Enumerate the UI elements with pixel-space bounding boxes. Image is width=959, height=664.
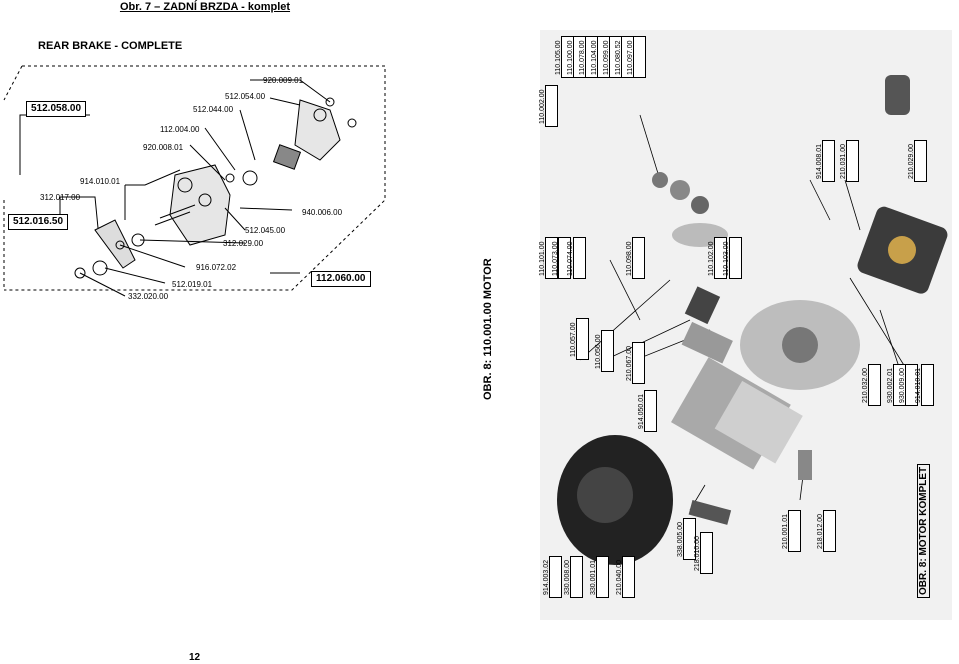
part-number: 110.056.00 <box>595 334 602 369</box>
part-number-box: 210.040.00 <box>616 556 635 598</box>
part-number: 920.008.01 <box>143 143 184 152</box>
part-number-box: 110.102.00 <box>708 237 727 279</box>
part-number-box: 218.012.00 <box>817 510 836 552</box>
part-number-box: 338.005.00 <box>677 518 696 560</box>
part-number: 512.019.01 <box>172 280 213 289</box>
part-number: 312.017.00 <box>40 193 81 202</box>
part-number: 338.005.00 <box>677 521 684 557</box>
part-number: 914.003.02 <box>543 559 550 595</box>
part-number: 312.029.00 <box>223 239 264 248</box>
part-number-box: 914.050.01 <box>638 390 657 432</box>
rear-brake-diagram <box>3 65 386 297</box>
part-number: 914.050.01 <box>638 393 645 429</box>
part-number-box: 210.029.00 <box>908 140 927 182</box>
part-number: 210.032.00 <box>862 367 869 403</box>
part-number-box: 930.009.00 <box>899 364 918 406</box>
part-number: 210.001.01 <box>782 513 789 549</box>
part-number-box: 110.074.00 <box>567 237 586 279</box>
part-number-box: 330.008.00 <box>564 556 583 598</box>
part-number-box: 914.008.01 <box>816 140 835 182</box>
part-number: 916.072.02 <box>196 263 237 272</box>
part-number: 110.101.00 <box>539 241 546 276</box>
part-number-box: 112.060.00 <box>311 271 371 287</box>
motor-title: OBR. 8: 110.001.00 MOTOR <box>482 258 494 400</box>
part-number: 920.009.01 <box>263 76 304 85</box>
motor-exploded-view <box>557 75 948 565</box>
part-number: 110.103.00 <box>723 241 730 276</box>
part-number: 930.002.01 <box>887 367 894 403</box>
part-number: 210.067.00 <box>626 345 633 381</box>
part-number-box: 110.057.00 <box>570 318 589 360</box>
part-number: 218.010.00 <box>694 535 701 571</box>
page-number: 12 <box>189 652 201 663</box>
part-number-box: 330.001.01 <box>590 556 609 598</box>
part-number: 512.045.00 <box>245 226 286 235</box>
page-title: Obr. 7 – ZADNÍ BRZDA - komplet <box>119 1 291 13</box>
part-number-box: 210.067.00 <box>626 342 645 384</box>
part-number-box: 110.098.00 <box>626 237 645 279</box>
part-number: 330.001.01 <box>590 559 597 595</box>
part-number: 110.097.00 <box>627 40 634 75</box>
part-number: 332.020.00 <box>128 292 169 301</box>
part-number-box: 110.056.00 <box>595 330 614 372</box>
part-number: 112.004.00 <box>160 125 200 134</box>
part-number: 210.031.00 <box>840 143 847 179</box>
part-number-box: 512.058.00 <box>26 101 87 117</box>
part-number-box: 914.010.01 <box>915 364 934 406</box>
part-number: 210.029.00 <box>908 143 915 179</box>
part-number-box: 110.103.00 <box>723 237 742 279</box>
part-number: 940.006.00 <box>302 208 343 217</box>
part-number-box: 210.001.01 <box>782 510 801 552</box>
part-number: 914.010.01 <box>80 177 121 186</box>
part-number: 110.074.00 <box>567 241 574 276</box>
motor-photo <box>540 30 952 620</box>
part-number: 110.104.00 <box>591 40 598 75</box>
part-number: 914.010.01 <box>915 367 922 403</box>
part-number-box: 210.032.00 <box>862 364 881 406</box>
part-number: 210.040.00 <box>616 559 623 595</box>
part-number: 110.002.00 <box>539 89 546 124</box>
part-number: 930.009.00 <box>899 367 906 403</box>
part-number: 110.105.00 <box>555 40 562 75</box>
part-number: 110.098.00 <box>626 241 633 276</box>
rear-brake-heading: REAR BRAKE - COMPLETE <box>38 40 183 52</box>
part-number: 110.073.00 <box>552 241 559 276</box>
part-number-box: 110.101.00 <box>539 237 558 279</box>
part-number-box: 110.002.00 <box>539 85 558 127</box>
part-number: 914.008.01 <box>816 143 823 179</box>
part-number: 512.044.00 <box>193 105 234 114</box>
part-number-box: 210.031.00 <box>840 140 859 182</box>
part-number: 110.102.00 <box>708 241 715 276</box>
part-number: 110.099.00 <box>603 40 610 75</box>
part-number: 330.008.00 <box>564 559 571 595</box>
part-number: 110.080.52 <box>615 40 622 75</box>
part-number-box: 218.010.00 <box>694 532 713 574</box>
part-number: 110.057.00 <box>570 322 577 357</box>
part-number: 512.054.00 <box>225 92 266 101</box>
part-number-box: 512.016.50 <box>8 214 69 230</box>
part-number-box: 110.073.00 <box>552 237 571 279</box>
part-number-box: 914.003.02 <box>543 556 562 598</box>
motor-komplet-label: OBR. 8: MOTOR KOMPLET <box>917 463 930 598</box>
part-number: 218.012.00 <box>817 513 824 549</box>
part-number-box: 110.097.00 <box>627 36 646 78</box>
part-number: 110.100.00 <box>567 40 574 75</box>
part-number: 110.078.00 <box>579 40 586 75</box>
